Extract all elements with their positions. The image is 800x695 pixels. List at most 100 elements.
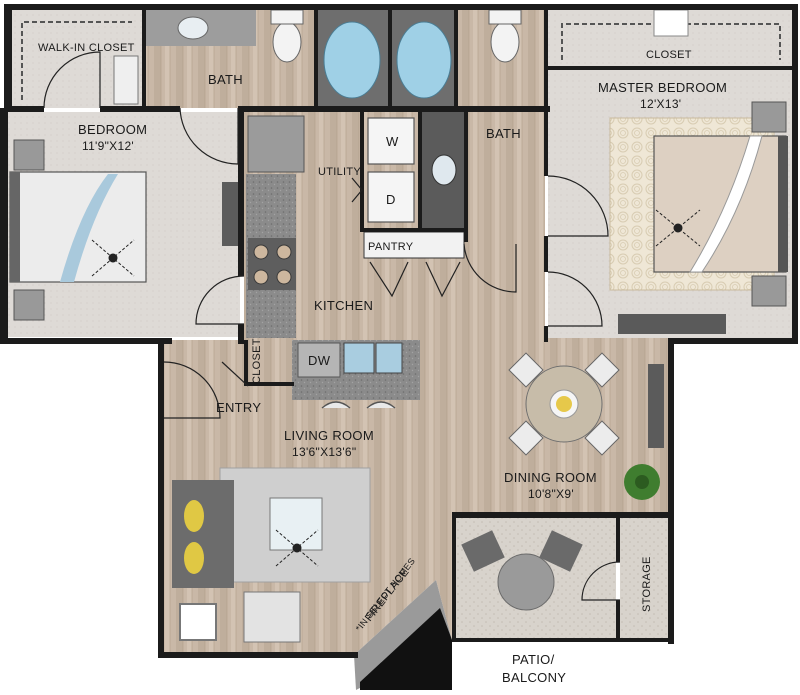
living-room-dimensions: 13'6"X13'6" xyxy=(292,445,356,459)
wall xyxy=(668,338,674,644)
bath-right-toilet xyxy=(490,21,520,63)
wall xyxy=(388,4,392,108)
wall xyxy=(142,4,146,112)
burner xyxy=(276,269,292,285)
wall xyxy=(238,106,550,112)
dryer xyxy=(367,171,415,223)
walls xyxy=(0,4,798,658)
dishwasher-label: DW xyxy=(308,353,331,368)
walk-in-closet-shelf xyxy=(21,21,132,100)
patio-chair xyxy=(461,530,505,572)
dishwasher xyxy=(297,342,341,378)
master-bedroom-label: MASTER BEDROOM xyxy=(598,80,727,95)
wall xyxy=(158,338,164,418)
storage-label: STORAGE xyxy=(641,556,653,612)
wall xyxy=(544,4,548,176)
living-room-label: LIVING ROOM xyxy=(284,428,374,443)
pantry-shelf xyxy=(363,231,465,259)
wall xyxy=(452,638,674,642)
walk-in-closet-label: WALK-IN CLOSET xyxy=(38,42,135,54)
master-dresser xyxy=(618,314,726,334)
bath-left-sink xyxy=(177,16,209,40)
bedroom-label: BEDROOM xyxy=(78,122,147,137)
wall xyxy=(314,4,318,108)
wall xyxy=(454,4,458,108)
door-swing xyxy=(195,275,245,325)
washer-label: W xyxy=(386,134,399,149)
walk-in-closet-cabinet xyxy=(113,55,139,105)
bedroom-blanket xyxy=(60,174,118,282)
wall xyxy=(464,112,468,242)
closet-door xyxy=(221,361,249,387)
bath-right-toilet-tank xyxy=(488,9,522,25)
fixtures xyxy=(9,9,788,643)
patio-table xyxy=(497,553,555,611)
wall xyxy=(616,518,620,562)
ceiling-fan-icon xyxy=(91,239,135,277)
coffee-table xyxy=(269,497,323,551)
dining-room-label: DINING ROOM xyxy=(504,470,597,485)
sink-basin xyxy=(375,342,403,374)
wall xyxy=(452,512,456,642)
storage-floor xyxy=(620,518,670,638)
entry-label: ENTRY xyxy=(216,400,261,415)
wall xyxy=(452,512,674,518)
ceiling-fan-icon xyxy=(275,529,319,567)
patio-chair xyxy=(539,530,583,572)
wall xyxy=(158,418,164,658)
fireplace-hearth xyxy=(354,580,452,690)
bath-left-tub-basin xyxy=(323,21,381,99)
bath-right-sink xyxy=(431,154,457,186)
master-nightstand xyxy=(751,275,787,307)
bar-stool xyxy=(366,401,396,409)
pantry-label: PANTRY xyxy=(368,241,414,253)
bedroom-dimensions: 11'9"X12' xyxy=(82,139,134,153)
sofa-pillow xyxy=(184,500,204,532)
master-nightstand xyxy=(751,101,787,133)
wall xyxy=(238,324,244,344)
wall xyxy=(4,4,796,10)
bath-right-tub-basin xyxy=(396,21,452,99)
wall xyxy=(244,382,294,386)
burner xyxy=(253,244,269,260)
wall xyxy=(544,326,548,342)
kitchen-label: KITCHEN xyxy=(314,298,373,313)
bedroom-headboard xyxy=(10,172,20,282)
bar-stool xyxy=(321,401,351,409)
dryer-label: D xyxy=(386,192,396,207)
wall xyxy=(544,66,796,70)
master-headboard xyxy=(778,136,788,272)
dining-sideboard xyxy=(648,364,664,448)
burner xyxy=(276,244,292,260)
fireplace-firebox xyxy=(360,608,452,690)
dining-chair xyxy=(508,352,544,388)
wall xyxy=(792,4,798,344)
side-table xyxy=(179,603,217,641)
sink-basin xyxy=(343,342,375,374)
master-bedroom-dimensions: 12'X13' xyxy=(640,97,681,111)
master-blanket xyxy=(689,135,763,273)
dining-room-dimensions: 10'8"X9' xyxy=(528,487,574,501)
wall xyxy=(360,228,468,232)
master-window xyxy=(653,9,689,37)
bedroom-nightstand xyxy=(13,289,45,321)
plant-icon-center xyxy=(635,475,649,489)
door-swing xyxy=(547,271,603,327)
door-swing xyxy=(43,51,101,109)
pantry-door xyxy=(369,261,409,298)
bath-left-toilet xyxy=(272,21,302,63)
wall xyxy=(158,652,358,658)
dining-chair xyxy=(584,352,620,388)
door-swing xyxy=(163,361,221,419)
ceiling-fan-icon xyxy=(655,209,701,247)
wall xyxy=(360,112,364,230)
utility-label: UTILITY xyxy=(318,166,361,178)
wall xyxy=(418,112,422,230)
master-closet-label: CLOSET xyxy=(646,49,692,61)
door-swing xyxy=(581,561,621,601)
wall xyxy=(616,600,620,640)
bedroom-nightstand xyxy=(13,139,45,171)
refrigerator xyxy=(247,115,305,173)
wall xyxy=(238,106,244,276)
